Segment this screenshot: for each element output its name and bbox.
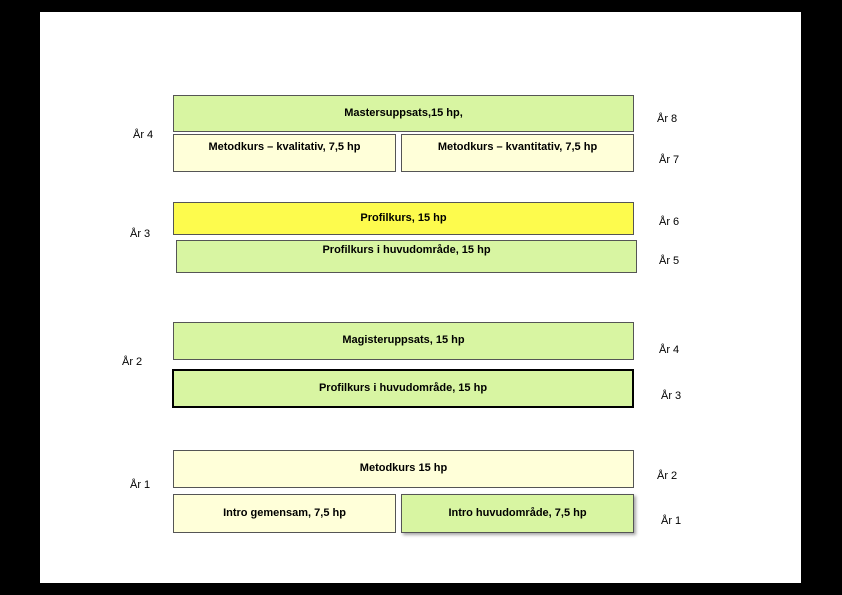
year-label-3: År 3 — [130, 228, 151, 240]
profile-main-area-y3-label: Profilkurs i huvudområde, 15 hp — [322, 244, 491, 256]
term-label-8: År 8 — [657, 113, 678, 125]
profile-main-area-y2-label: Profilkurs i huvudområde, 15 hp — [318, 381, 488, 394]
year-label-4: År 4 — [133, 129, 154, 141]
profile-course-label: Profilkurs, 15 hp — [360, 211, 447, 224]
profile-main-area-y2-box: Profilkurs i huvudområde, 15 hp — [172, 369, 634, 408]
method-qualitative-label: Metodkurs – kvalitativ, 7,5 hp — [208, 141, 361, 153]
intro-common-label: Intro gemensam, 7,5 hp — [223, 506, 346, 519]
term-label-5: År 5 — [659, 255, 680, 267]
term-label-7: År 7 — [659, 154, 680, 166]
term-label-3: År 3 — [661, 390, 682, 402]
method-course-label: Metodkurs 15 hp — [359, 462, 448, 475]
intro-main-area-box: Intro huvudområde, 7,5 hp — [401, 494, 634, 533]
year-label-1: År 1 — [130, 479, 151, 491]
masters-thesis-box: Mastersuppsats,15 hp, — [173, 95, 634, 132]
profile-main-area-y3-box: Profilkurs i huvudområde, 15 hp — [176, 240, 637, 273]
term-label-4: År 4 — [659, 344, 680, 356]
intro-main-area-label: Intro huvudområde, 7,5 hp — [448, 506, 587, 519]
intro-common-box: Intro gemensam, 7,5 hp — [173, 494, 396, 533]
magister-thesis-label: Magisteruppsats, 15 hp — [342, 334, 465, 347]
magister-thesis-box: Magisteruppsats, 15 hp — [173, 322, 634, 360]
term-label-1: År 1 — [661, 515, 682, 527]
method-quantitative-box: Metodkurs – kvantitativ, 7,5 hp — [401, 134, 634, 172]
slide-canvas: Mastersuppsats,15 hp, Metodkurs – kvalit… — [40, 12, 801, 583]
method-qualitative-box: Metodkurs – kvalitativ, 7,5 hp — [173, 134, 396, 172]
profile-course-box: Profilkurs, 15 hp — [173, 202, 634, 235]
term-label-2: År 2 — [657, 470, 678, 482]
year-label-2: År 2 — [122, 356, 143, 368]
method-quantitative-label: Metodkurs – kvantitativ, 7,5 hp — [437, 141, 598, 153]
masters-thesis-label: Mastersuppsats,15 hp, — [344, 106, 463, 119]
term-label-6: År 6 — [659, 216, 680, 228]
method-course-box: Metodkurs 15 hp — [173, 450, 634, 488]
